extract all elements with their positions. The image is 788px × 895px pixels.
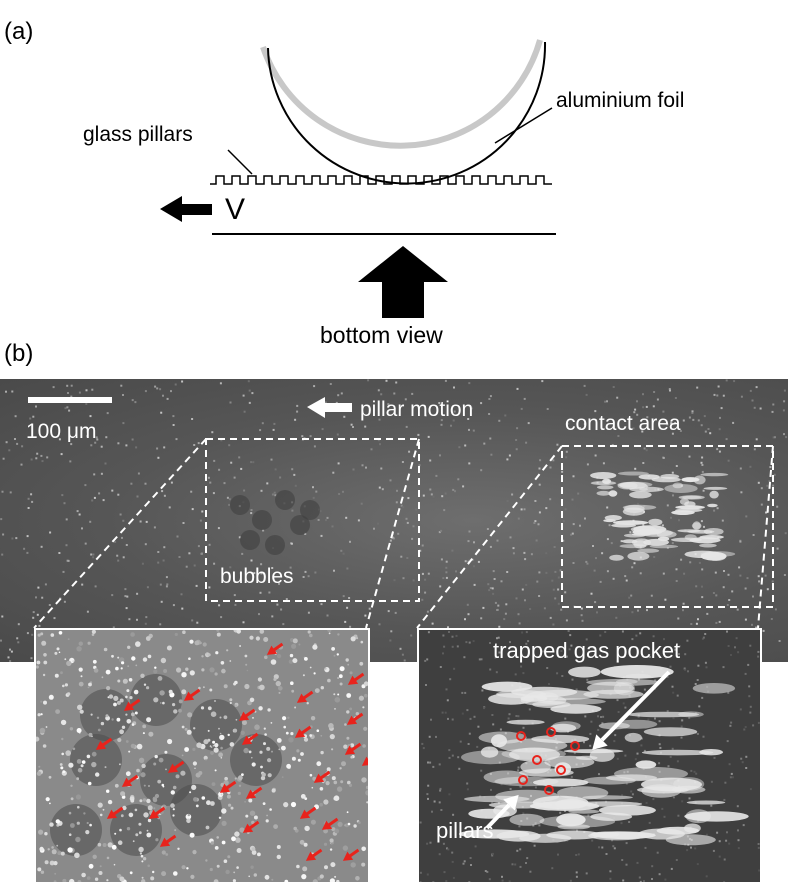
trapped-gas-pocket-label: trapped gas pocket	[493, 638, 681, 663]
zoom-line-right-1	[416, 445, 563, 629]
pillar-marker	[570, 741, 580, 751]
scale-bar	[28, 397, 112, 403]
zoom-line-right-2	[757, 445, 774, 629]
bottom-view-label: bottom view	[320, 322, 443, 348]
zoom-line-left-2	[365, 438, 420, 629]
micrograph-image	[0, 379, 788, 662]
bubble-marker-arrow	[242, 820, 260, 833]
contact-zoom-image	[419, 630, 760, 882]
bubble-marker-arrow	[313, 770, 331, 783]
micrograph-texture	[0, 379, 788, 662]
zoom-line-left-1	[33, 438, 207, 629]
bubble-marker-arrow	[241, 732, 259, 745]
bubble-marker-arrow	[346, 712, 364, 725]
pillar-marker	[546, 727, 556, 737]
glass-pillars-profile	[210, 175, 552, 185]
pillar-marker	[518, 775, 528, 785]
bubble-marker-arrow	[183, 688, 201, 701]
bottom-view-arrow	[358, 246, 448, 318]
bubble-marker-arrow	[347, 672, 365, 685]
pillar-motion-label: pillar motion	[360, 398, 474, 421]
aluminium-foil-label: aluminium foil	[556, 89, 685, 112]
bubble-marker-arrow	[294, 725, 312, 738]
bubble-marker-arrow	[219, 780, 237, 793]
pillar-marker	[532, 755, 542, 765]
bubble-marker-arrow	[148, 806, 166, 819]
contact-zoom-inset	[417, 628, 762, 884]
aluminium-foil-layer	[260, 39, 543, 149]
bubbles-zoom-image	[36, 630, 368, 882]
bubbles-zoom-inset	[34, 628, 370, 884]
velocity-label: V	[225, 193, 246, 226]
bubbles-region-box	[205, 438, 420, 602]
bubble-marker-arrow	[342, 848, 360, 861]
foil-leader-line	[494, 107, 553, 144]
panel-b-label: (b)	[4, 340, 34, 367]
contact-area-region-box	[561, 445, 774, 608]
bubble-marker-arrow	[121, 774, 139, 787]
bubble-marker-arrow	[361, 753, 368, 766]
pillar-motion-arrow	[307, 397, 352, 418]
bubble-marker-arrow	[245, 786, 263, 799]
pillar-marker	[556, 765, 566, 775]
bubble-marker-arrow	[238, 708, 256, 721]
pillars-label: pillars	[436, 818, 494, 843]
pillars-arrow	[485, 794, 519, 830]
scale-bar-label: 100 μm	[26, 420, 97, 443]
bubble-marker-arrow	[296, 690, 314, 703]
bubble-marker-arrow	[106, 806, 124, 819]
panel-a-label: (a)	[4, 18, 34, 45]
gas-pocket-arrow	[592, 670, 671, 750]
bubble-marker-arrow	[95, 737, 113, 750]
pillar-marker	[544, 785, 554, 795]
bubble-marker-arrow	[299, 806, 317, 819]
velocity-arrow	[160, 196, 212, 222]
cylinder-outline	[267, 41, 547, 185]
bubble-marker-arrow	[266, 642, 284, 655]
bubble-marker-arrow	[167, 760, 185, 773]
bubble-marker-arrow	[344, 742, 362, 755]
bubble-marker-arrow	[321, 817, 339, 830]
glass-pillars-label: glass pillars	[83, 123, 193, 146]
contact-area-label: contact area	[565, 412, 681, 435]
bubbles-label: bubbles	[220, 565, 294, 588]
bubble-marker-arrow	[123, 698, 141, 711]
bubble-marker-arrow	[305, 848, 323, 861]
pillar-marker	[516, 731, 526, 741]
pillars-leader-line	[227, 149, 253, 175]
bubble-marker-arrow	[159, 834, 177, 847]
